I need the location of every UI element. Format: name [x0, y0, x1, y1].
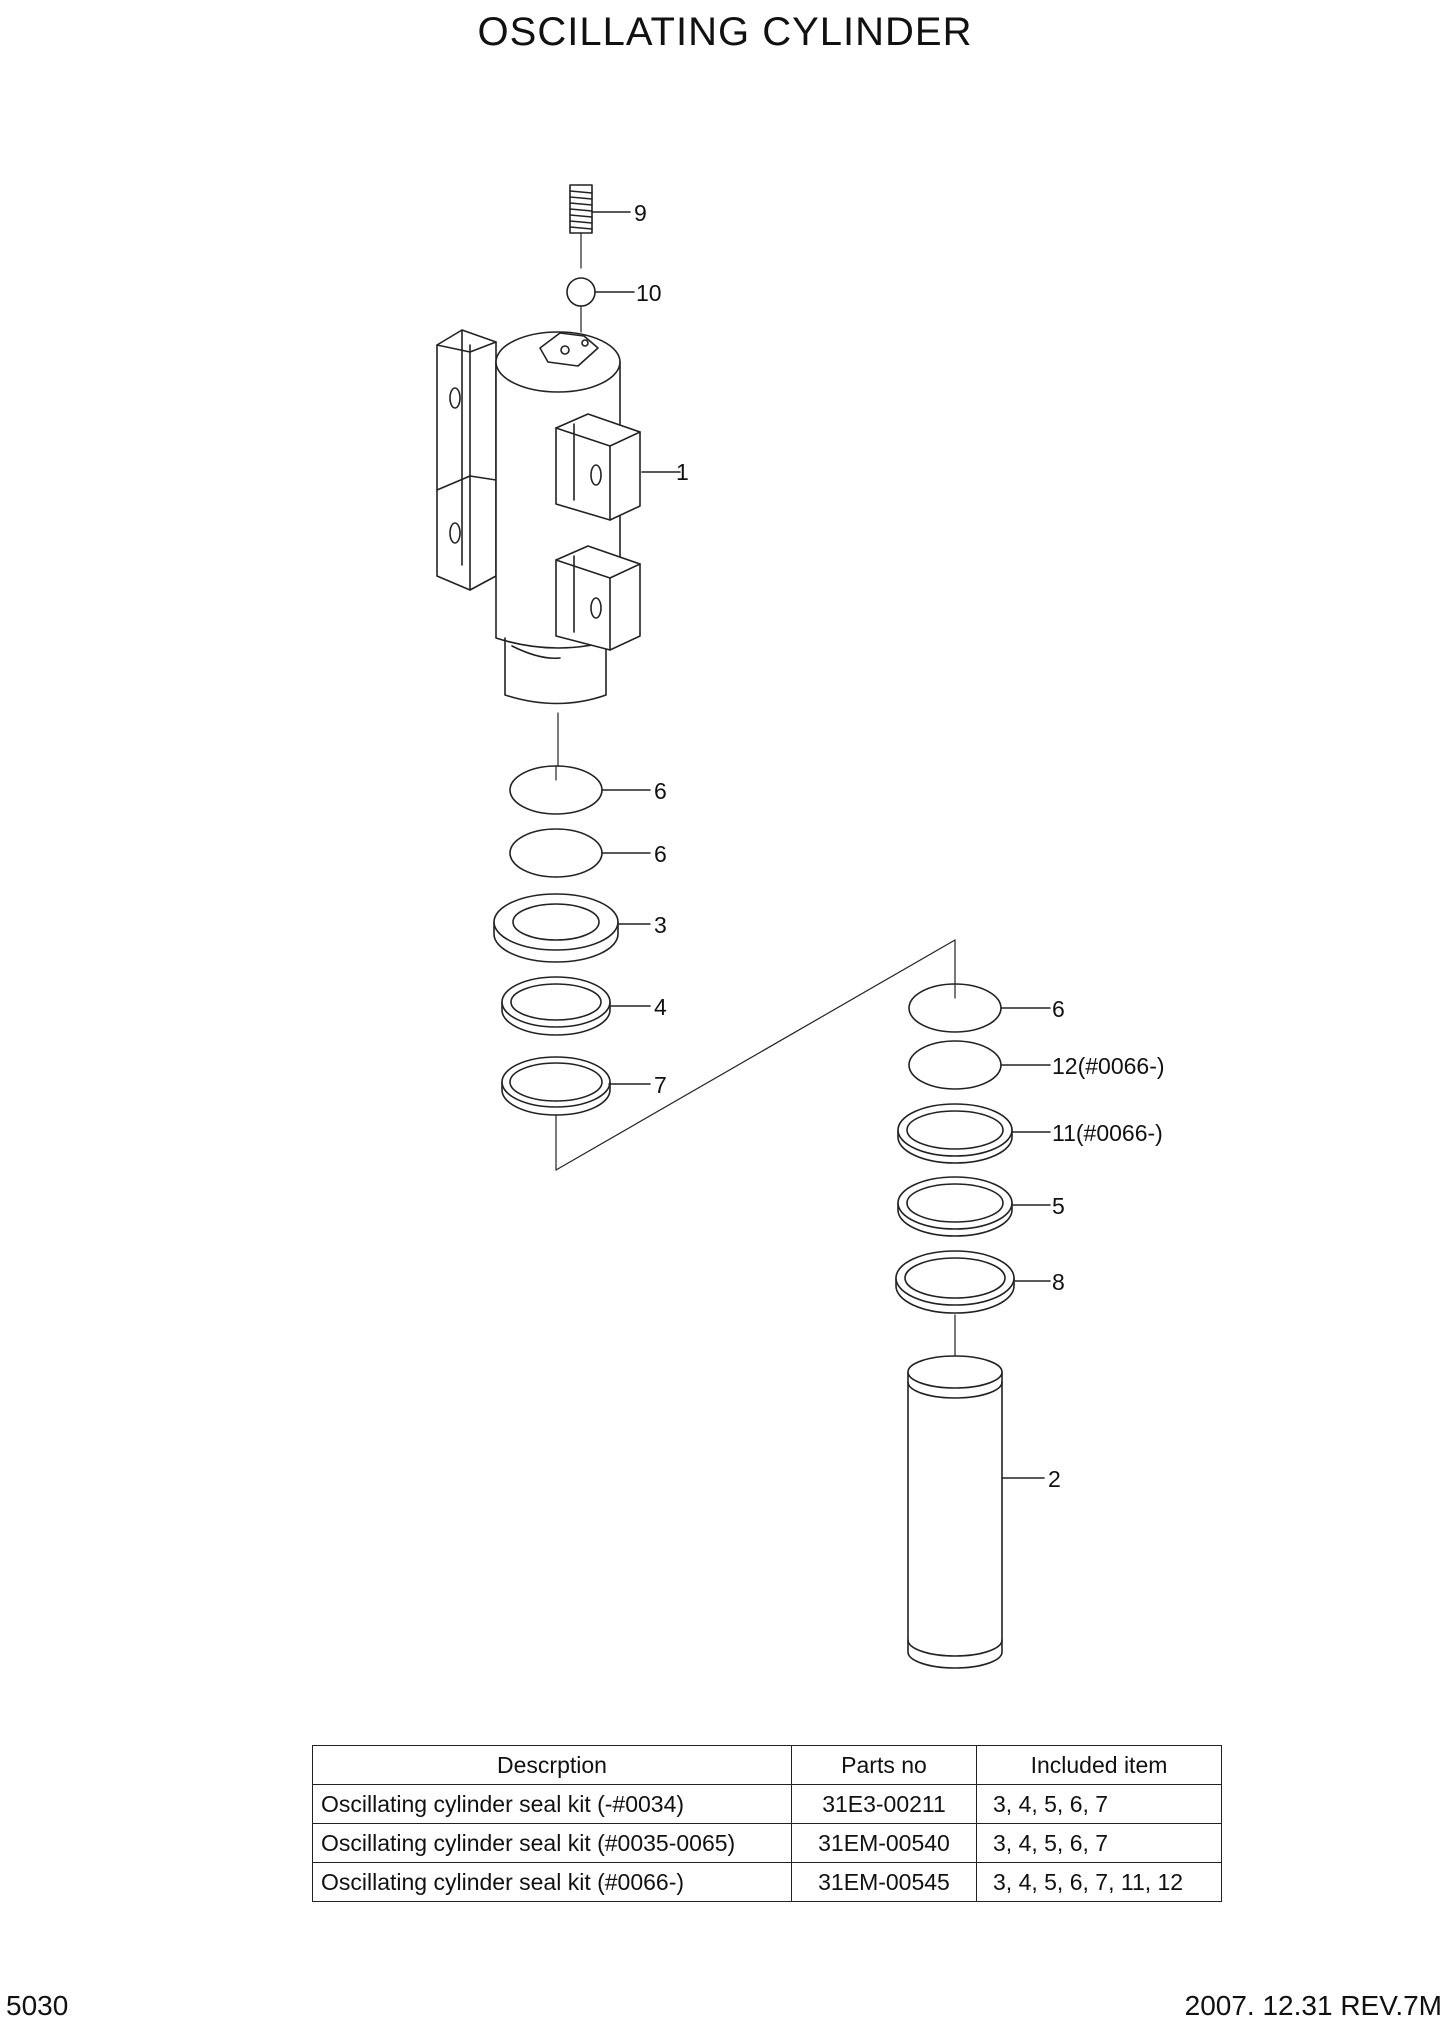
- part-3-seal-ring: [493, 893, 651, 963]
- row-parts-no: 31EM-00540: [791, 1823, 977, 1863]
- part-8-seal-ring: [895, 1250, 1051, 1369]
- seal-kit-table: Descrption Parts no Included item Oscill…: [312, 1745, 1222, 1902]
- part-5-seal-ring: [897, 1176, 1051, 1237]
- header-description: Descrption: [312, 1745, 792, 1785]
- part-2-pin: [907, 1355, 1045, 1669]
- callout-2: 2: [1048, 1466, 1061, 1492]
- assembly-connector-line: [555, 939, 956, 1171]
- row-parts-no: 31EM-00545: [791, 1862, 977, 1902]
- callout-9: 9: [634, 200, 647, 226]
- page-title: OSCILLATING CYLINDER: [477, 10, 973, 54]
- callout-12: 12(#0066-): [1052, 1053, 1165, 1079]
- part-7-seal-ring: [501, 1056, 651, 1116]
- part-6-oring-right: [908, 983, 1051, 1033]
- row-parts-no: 31E3-00211: [791, 1784, 977, 1824]
- callout-6a: 6: [654, 778, 667, 804]
- callout-6c: 6: [1052, 996, 1065, 1022]
- callout-1: 1: [676, 459, 689, 485]
- table-row: Oscillating cylinder seal kit (#0066-) 3…: [312, 1862, 1222, 1902]
- part-11-seal-ring: [897, 1103, 1051, 1164]
- callout-8: 8: [1052, 1269, 1065, 1295]
- part-9-set-screw: [569, 184, 631, 269]
- row-description: Oscillating cylinder seal kit (-#0034): [312, 1784, 792, 1824]
- table-header-row: Descrption Parts no Included item: [312, 1745, 1222, 1785]
- row-description: Oscillating cylinder seal kit (#0066-): [312, 1862, 792, 1902]
- part-1-cylinder-body: [436, 329, 681, 781]
- callout-10: 10: [636, 280, 662, 306]
- callout-6b: 6: [654, 841, 667, 867]
- row-included-item: 3, 4, 5, 6, 7, 11, 12: [976, 1862, 1222, 1902]
- part-10-ball: [566, 277, 635, 333]
- callout-4: 4: [654, 994, 667, 1020]
- part-4-seal-ring: [501, 976, 651, 1036]
- table-row: Oscillating cylinder seal kit (#0035-006…: [312, 1823, 1222, 1863]
- header-included-item: Included item: [976, 1745, 1222, 1785]
- callout-7: 7: [654, 1072, 667, 1098]
- part-12-oring: [908, 1040, 1051, 1090]
- revision-date: 2007. 12.31 REV.7M: [1184, 1990, 1442, 2021]
- row-included-item: 3, 4, 5, 6, 7: [976, 1784, 1222, 1824]
- header-parts-no: Parts no: [791, 1745, 977, 1785]
- callout-3: 3: [654, 912, 667, 938]
- callout-5: 5: [1052, 1193, 1065, 1219]
- row-description: Oscillating cylinder seal kit (#0035-006…: [312, 1823, 792, 1863]
- page-number: 5030: [6, 1990, 69, 2021]
- part-6-oring-second: [509, 828, 651, 878]
- callout-11: 11(#0066-): [1052, 1120, 1163, 1146]
- table-row: Oscillating cylinder seal kit (-#0034) 3…: [312, 1784, 1222, 1824]
- row-included-item: 3, 4, 5, 6, 7: [976, 1823, 1222, 1863]
- part-6-oring-upper: [509, 765, 651, 815]
